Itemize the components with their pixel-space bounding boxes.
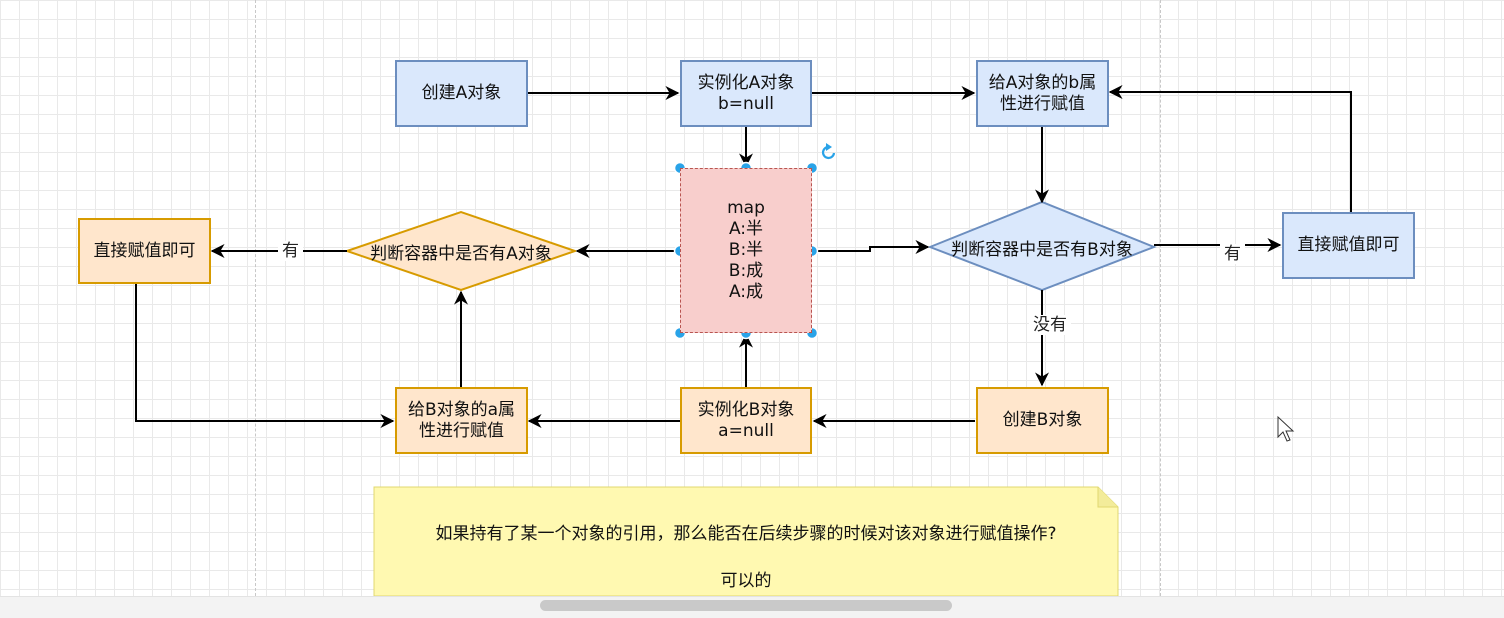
edge-direct-left-to-assign-b-a[interactable] bbox=[135, 284, 395, 428]
diamond-check-a-label: 判断容器中是否有A对象 bbox=[370, 243, 552, 264]
diamond-check-b[interactable] bbox=[927, 200, 1157, 292]
scrollbar-thumb[interactable] bbox=[540, 600, 952, 611]
node-assign-a-b[interactable]: 给A对象的b属 性进行赋值 bbox=[976, 60, 1109, 127]
diamond-check-a[interactable] bbox=[343, 210, 579, 292]
note-question: 如果持有了某一个对象的引用，那么能否在后续步骤的时候对该对象进行赋值操作? bbox=[435, 524, 1057, 544]
edge-direct-right-to-assign-a-b[interactable] bbox=[1108, 85, 1352, 212]
page-break-left bbox=[255, 0, 256, 596]
node-direct-assign-left[interactable]: 直接赋值即可 bbox=[78, 218, 211, 284]
note-shape[interactable] bbox=[373, 486, 1119, 597]
node-instantiate-b[interactable]: 实例化B对象 a=null bbox=[680, 387, 812, 454]
edge-label-has-left: 有 bbox=[278, 241, 303, 261]
edge-label-has-right: 有 bbox=[1220, 244, 1245, 264]
node-instantiate-a[interactable]: 实例化A对象 b=null bbox=[680, 60, 812, 127]
cursor-icon bbox=[1277, 415, 1295, 442]
diamond-check-b-label: 判断容器中是否有B对象 bbox=[951, 239, 1133, 260]
edge-map-to-check-b[interactable] bbox=[812, 240, 930, 254]
edge-label-no: 没有 bbox=[1029, 315, 1071, 335]
node-create-a[interactable]: 创建A对象 bbox=[395, 60, 528, 127]
note-fold bbox=[1097, 487, 1118, 508]
page-break-right bbox=[1160, 0, 1161, 596]
rotate-icon[interactable] bbox=[821, 143, 836, 160]
note-answer: 可以的 bbox=[720, 571, 772, 591]
node-direct-assign-right[interactable]: 直接赋值即可 bbox=[1282, 212, 1415, 279]
node-create-b[interactable]: 创建B对象 bbox=[976, 387, 1109, 454]
node-map[interactable]: map A:半 B:半 B:成 A:成 bbox=[680, 168, 812, 333]
node-assign-b-a[interactable]: 给B对象的a属 性进行赋值 bbox=[395, 387, 528, 454]
